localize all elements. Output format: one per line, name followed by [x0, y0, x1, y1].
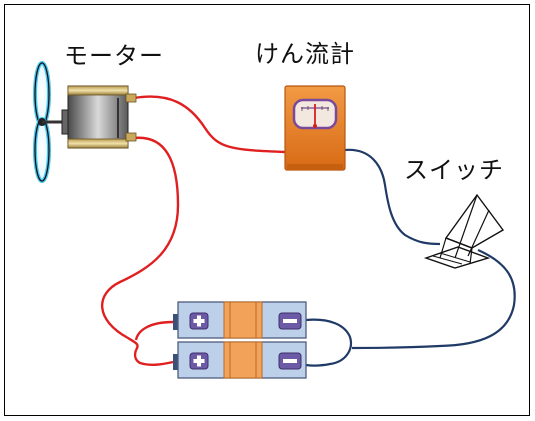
galvanometer-label: けん流計: [255, 40, 355, 68]
wire-ammeter-to-switch: [344, 148, 441, 246]
motor-icon: [61, 85, 137, 149]
minus-icon: [278, 312, 302, 330]
wire-motor-to-ammeter: [133, 95, 286, 154]
battery-bottom: [173, 341, 307, 379]
wire-motor-to-battery: [101, 136, 180, 366]
diagram-frame: [4, 4, 530, 416]
minus-icon: [278, 352, 302, 370]
switch-icon: [423, 193, 505, 269]
propeller-icon: [33, 61, 64, 183]
plus-icon: [189, 352, 209, 370]
wire-switch-to-battery: [305, 248, 516, 367]
plus-icon: [189, 312, 209, 330]
motor-label: モーター: [64, 42, 164, 70]
switch-label: スイッチ: [404, 156, 504, 184]
battery-top: [173, 301, 307, 339]
galvanometer-icon: [284, 85, 346, 171]
